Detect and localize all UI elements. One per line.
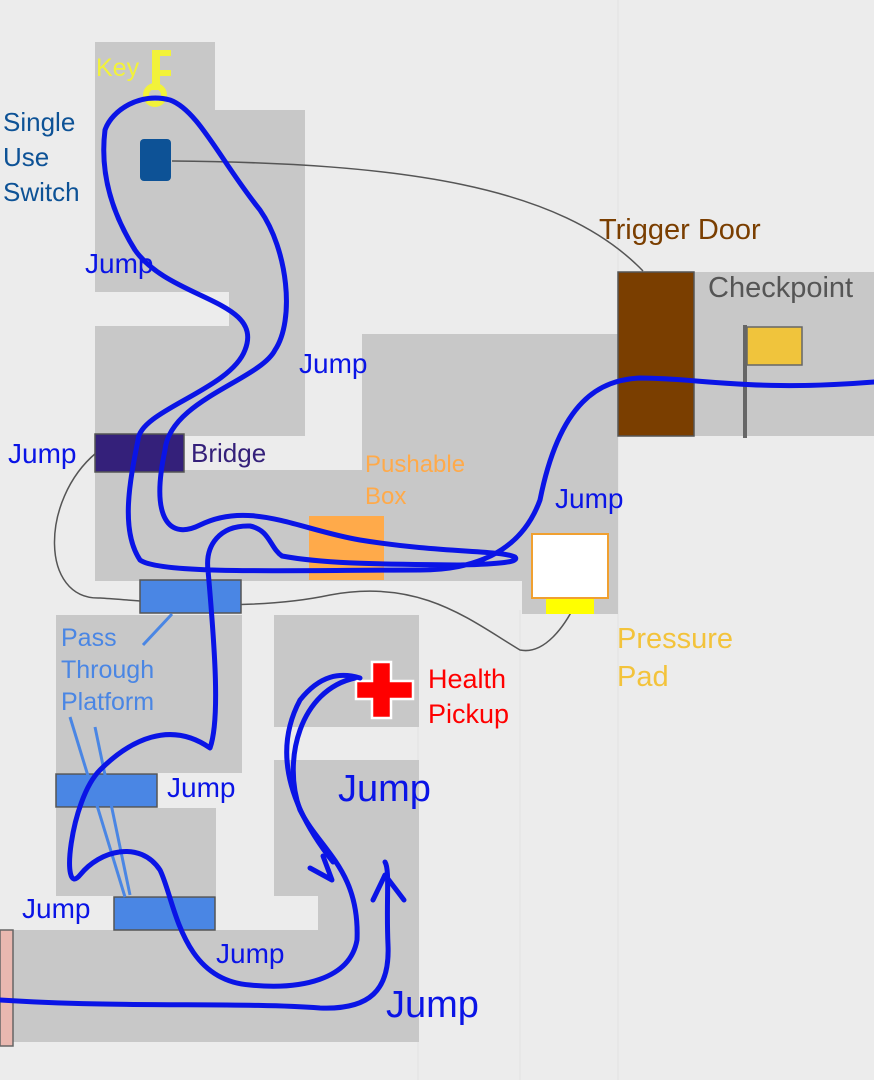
trigger-connector-lines <box>53 160 644 652</box>
pass-through-line-1: Pass <box>61 624 117 652</box>
platform-pointer-lines <box>68 612 174 898</box>
key-icon <box>143 50 171 107</box>
pass-through-line-2: Through <box>61 656 155 684</box>
jump-label: Jump <box>555 483 624 514</box>
jump-label: Jump <box>338 768 431 810</box>
jump-label: Jump <box>8 438 77 469</box>
pushable-box-line-2: Box <box>365 483 407 510</box>
single-use-switch-line-3: Switch <box>3 177 80 207</box>
pressure-pad-line-1: Pressure <box>617 623 734 655</box>
jump-label: Jump <box>167 772 236 803</box>
jump-label: Jump <box>299 348 368 379</box>
pressure-pad-label: Pressure Pad <box>617 620 733 696</box>
player-route <box>0 95 874 1011</box>
single-use-switch-line-1: Single <box>3 107 76 137</box>
pressure-pad <box>531 533 609 614</box>
checkpoint-label: Checkpoint <box>708 272 854 304</box>
health-pickup-label: Health Pickup <box>428 662 509 732</box>
trigger-door <box>617 271 695 437</box>
checkpoint-flag-icon <box>743 325 803 438</box>
pushable-box-line-1: Pushable <box>365 451 466 478</box>
jump-label: Jump <box>85 248 154 279</box>
switch-icon <box>140 139 171 181</box>
key-label: Key <box>96 54 140 82</box>
pushable-box-label: Pushable Box <box>365 449 465 513</box>
jump-label: Jump <box>22 893 91 924</box>
jump-label: Jump <box>386 984 479 1026</box>
pressure-pad-line-2: Pad <box>617 661 669 693</box>
health-pickup-line-2: Pickup <box>428 699 510 729</box>
pass-through-platform-label: Pass Through Platform <box>61 622 154 718</box>
spawn-door <box>0 929 14 1047</box>
single-use-switch-line-2: Use <box>3 142 50 172</box>
health-cross-icon <box>354 660 415 720</box>
single-use-switch-label: Single Use Switch <box>3 105 80 210</box>
jump-label: Jump <box>216 938 285 969</box>
trigger-door-label: Trigger Door <box>599 214 761 246</box>
health-pickup-line-1: Health <box>428 664 507 694</box>
bridge-label: Bridge <box>191 438 267 468</box>
pass-through-line-3: Platform <box>61 688 155 716</box>
